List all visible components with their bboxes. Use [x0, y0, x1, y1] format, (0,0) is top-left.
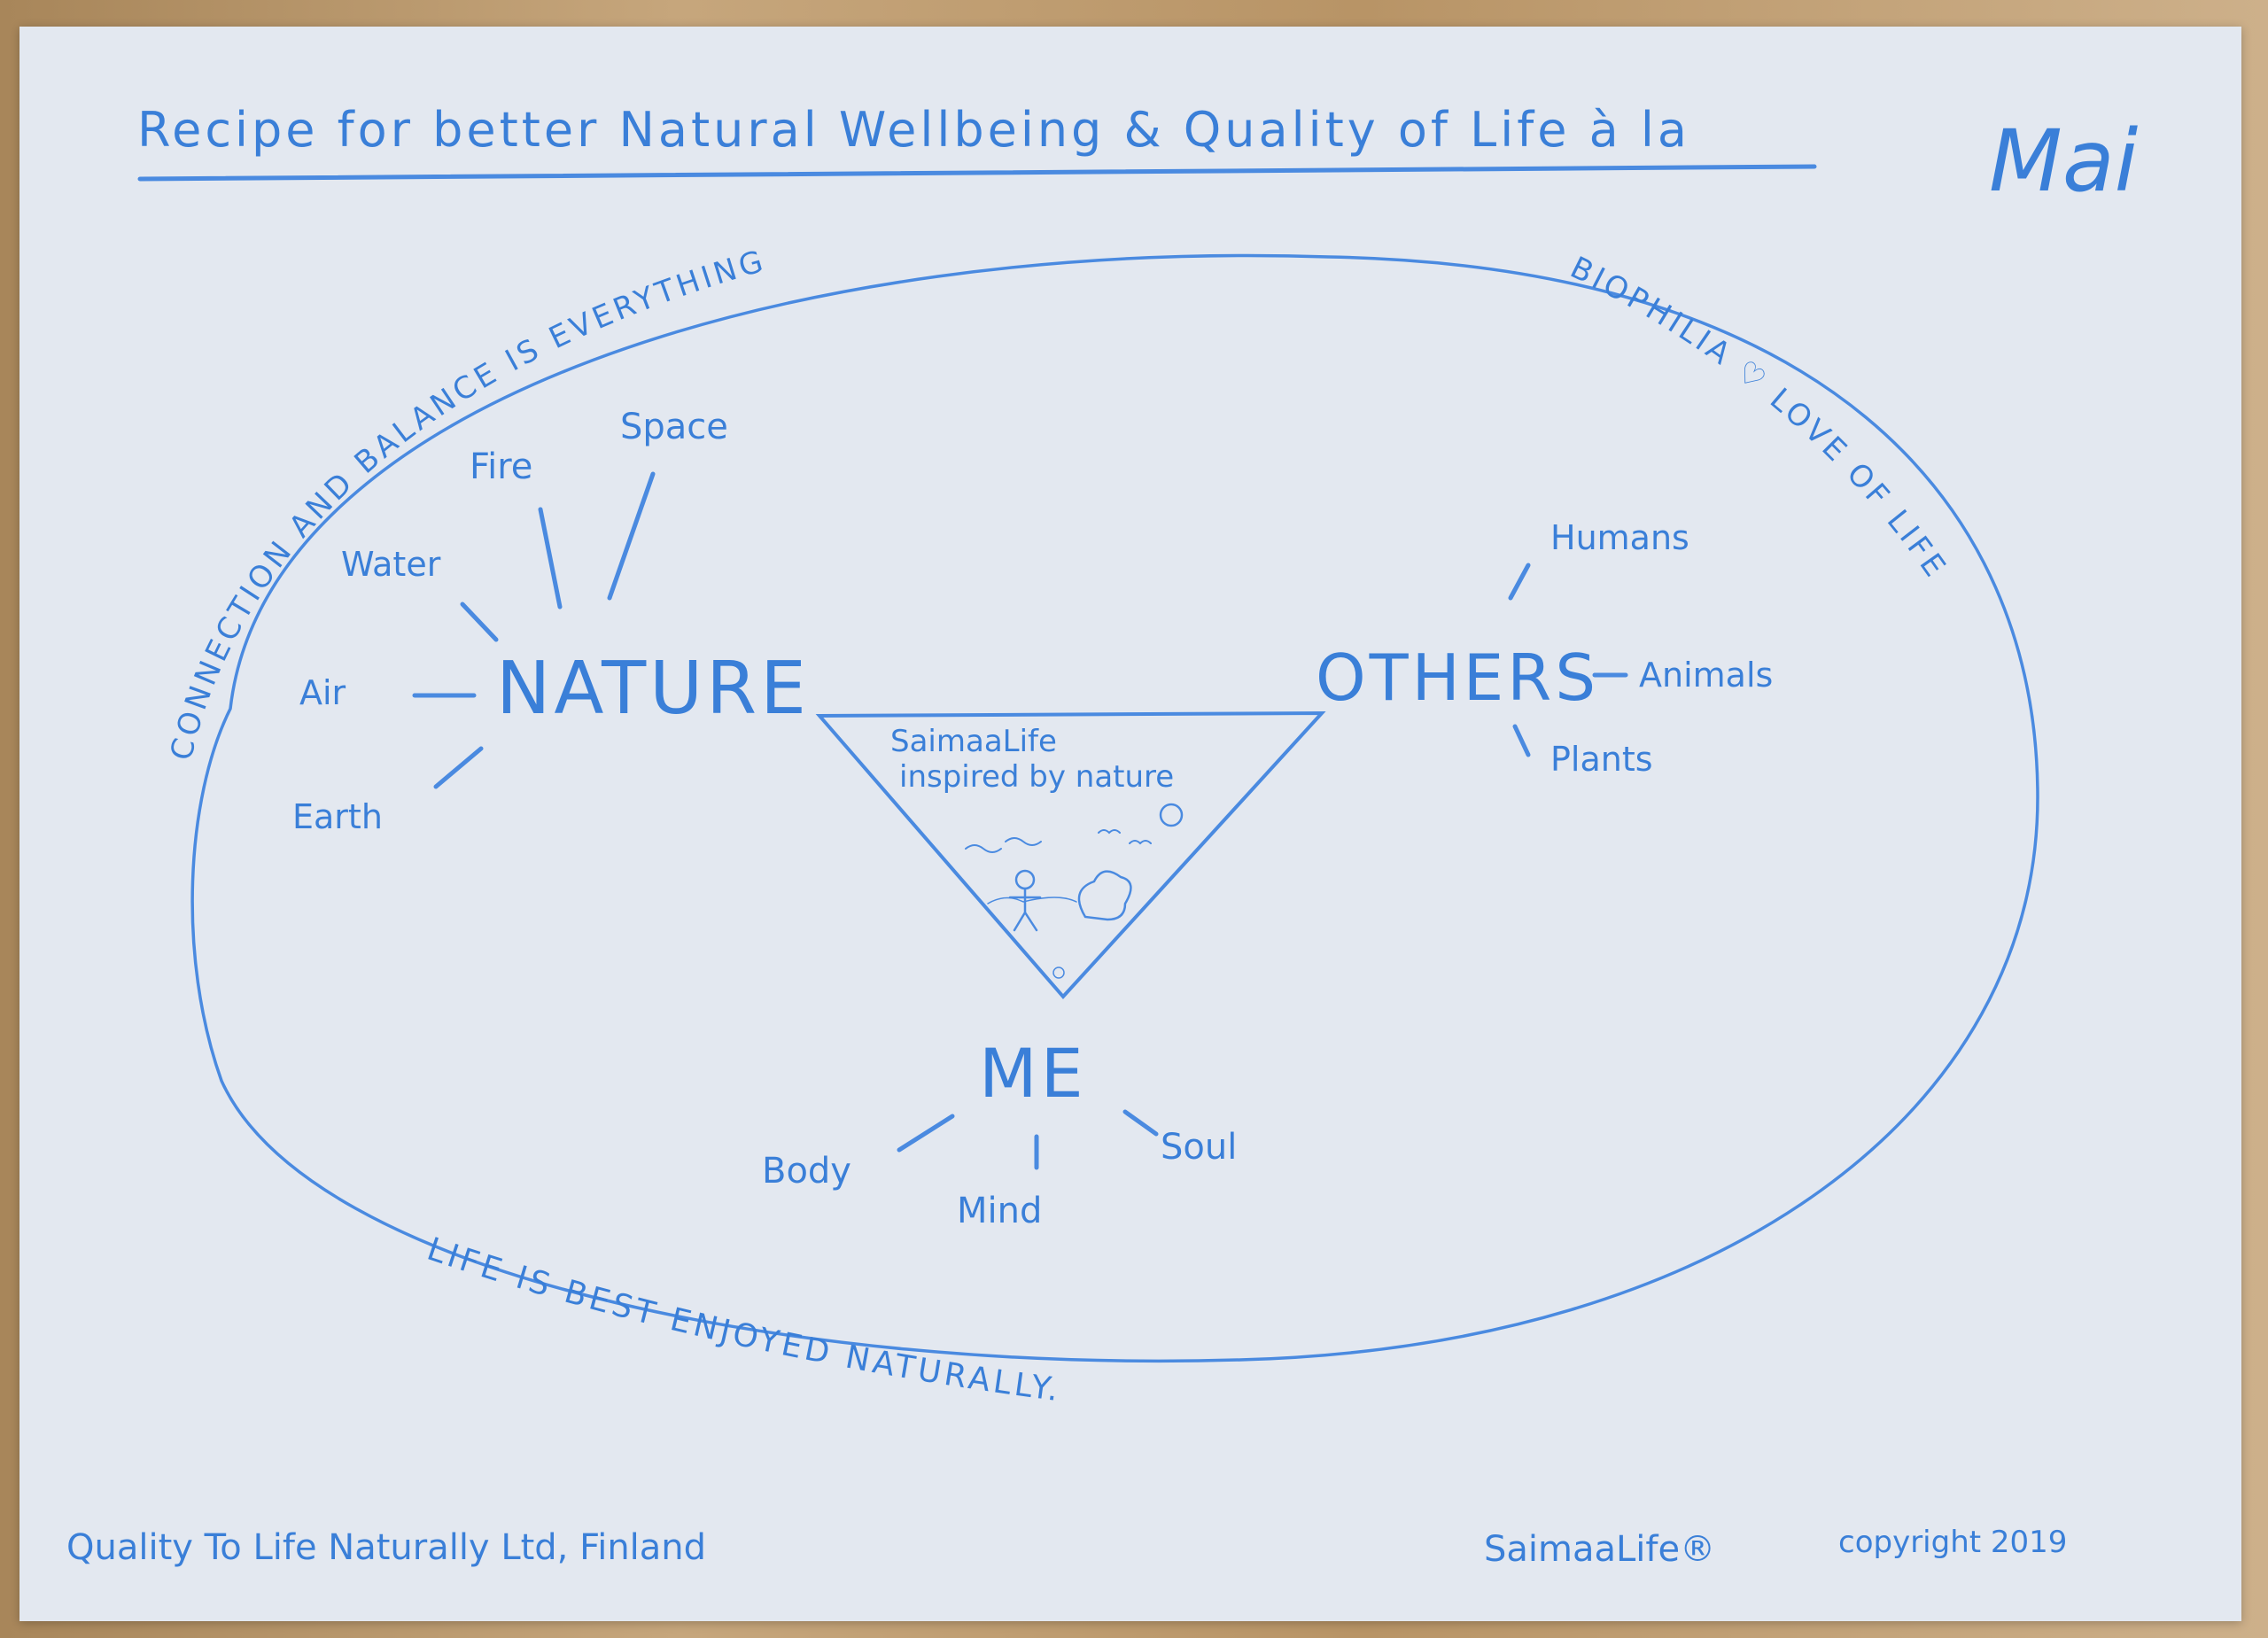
title-underline	[137, 164, 1817, 182]
others-connector-plants	[1512, 724, 1531, 757]
triangle-text-line2: inspired by nature	[899, 759, 1174, 795]
nature-connector-earth	[433, 746, 484, 789]
nature-label: NATURE	[496, 647, 810, 731]
signature: Mai	[1989, 112, 2139, 211]
others-item-humans: Humans	[1550, 518, 1689, 557]
others-item-animals: Animals	[1639, 656, 1773, 695]
triangle-doodle	[965, 803, 1184, 979]
nature-item-earth: Earth	[292, 797, 383, 836]
footer-company: Quality To Life Naturally Ltd, Finland	[66, 1527, 706, 1568]
footer-brand: SaimaaLife®	[1484, 1529, 1715, 1570]
me-connector-soul	[1122, 1109, 1159, 1137]
nature-item-space: Space	[620, 407, 728, 447]
others-item-plants: Plants	[1550, 740, 1653, 779]
me-item-soul: Soul	[1161, 1127, 1237, 1168]
nature-item-fire: Fire	[470, 446, 532, 487]
nature-connector-space	[607, 471, 656, 601]
me-label: ME	[979, 1034, 1087, 1113]
paper-sheet	[19, 27, 2241, 1621]
me-item-body: Body	[762, 1151, 851, 1192]
me-connector-body	[897, 1114, 955, 1153]
page-title: Recipe for better Natural Wellbeing & Qu…	[137, 102, 1690, 158]
saimaalife-triangle	[815, 710, 1326, 1000]
footer-copyright: copyright 2019	[1838, 1525, 2067, 1560]
nature-item-water: Water	[341, 545, 441, 584]
nature-item-air: Air	[299, 673, 346, 712]
ring-text-life: LIFE IS BEST ENJOYED NATURALLY.	[423, 1231, 1064, 1409]
nature-connector-water	[460, 602, 499, 642]
outer-ring	[190, 253, 2039, 1363]
me-item-mind: Mind	[957, 1191, 1042, 1231]
others-label: OTHERS	[1316, 640, 1599, 715]
others-connector-humans	[1508, 563, 1531, 601]
triangle-text-line1: SaimaaLife	[890, 724, 1057, 759]
nature-connector-fire	[538, 507, 563, 609]
